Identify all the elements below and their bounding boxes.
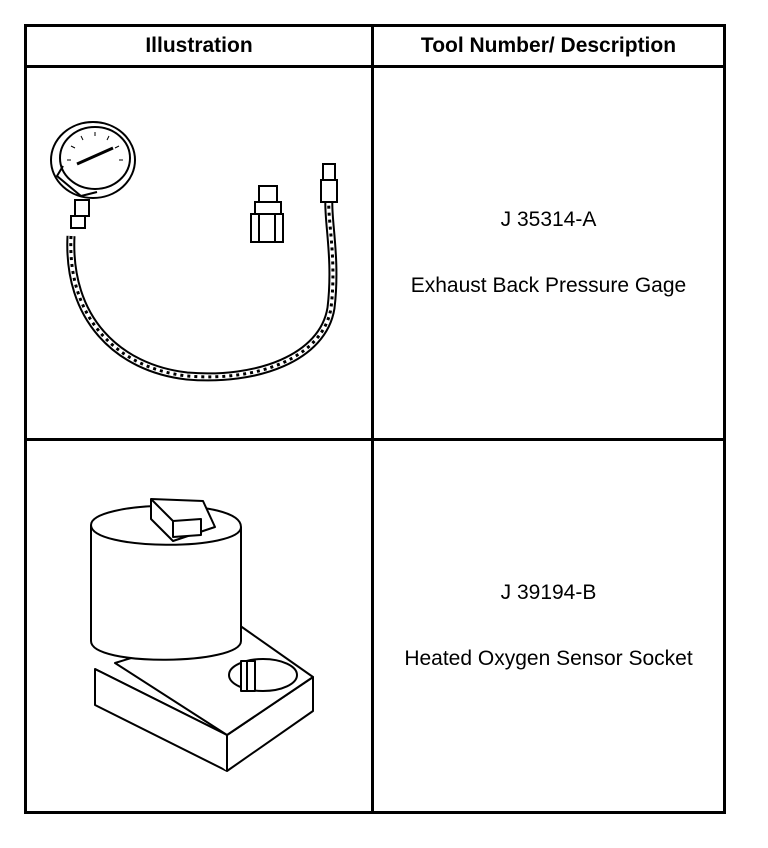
tool-description: Exhaust Back Pressure Gage bbox=[410, 274, 687, 297]
tool-description: Heated Oxygen Sensor Socket bbox=[404, 647, 693, 670]
header-divider bbox=[27, 65, 723, 68]
header-tool-description: Tool Number/ Description bbox=[420, 34, 677, 57]
tool-number: J 39194-B bbox=[500, 581, 597, 604]
header-illustration: Illustration bbox=[145, 34, 253, 57]
row-divider bbox=[27, 438, 723, 441]
illustration-cell-2 bbox=[27, 441, 371, 811]
tool-table: Illustration Tool Number/ Description bbox=[24, 24, 726, 814]
oxygen-sensor-socket-icon bbox=[90, 498, 314, 772]
tool-number: J 35314-A bbox=[500, 208, 597, 231]
illustration-cell-1 bbox=[27, 68, 371, 438]
column-divider bbox=[371, 27, 374, 811]
description-cell-2: J 39194-B Heated Oxygen Sensor Socket bbox=[374, 441, 723, 811]
description-cell-1: J 35314-A Exhaust Back Pressure Gage bbox=[374, 68, 723, 438]
pressure-gauge-hose-icon bbox=[50, 121, 338, 382]
